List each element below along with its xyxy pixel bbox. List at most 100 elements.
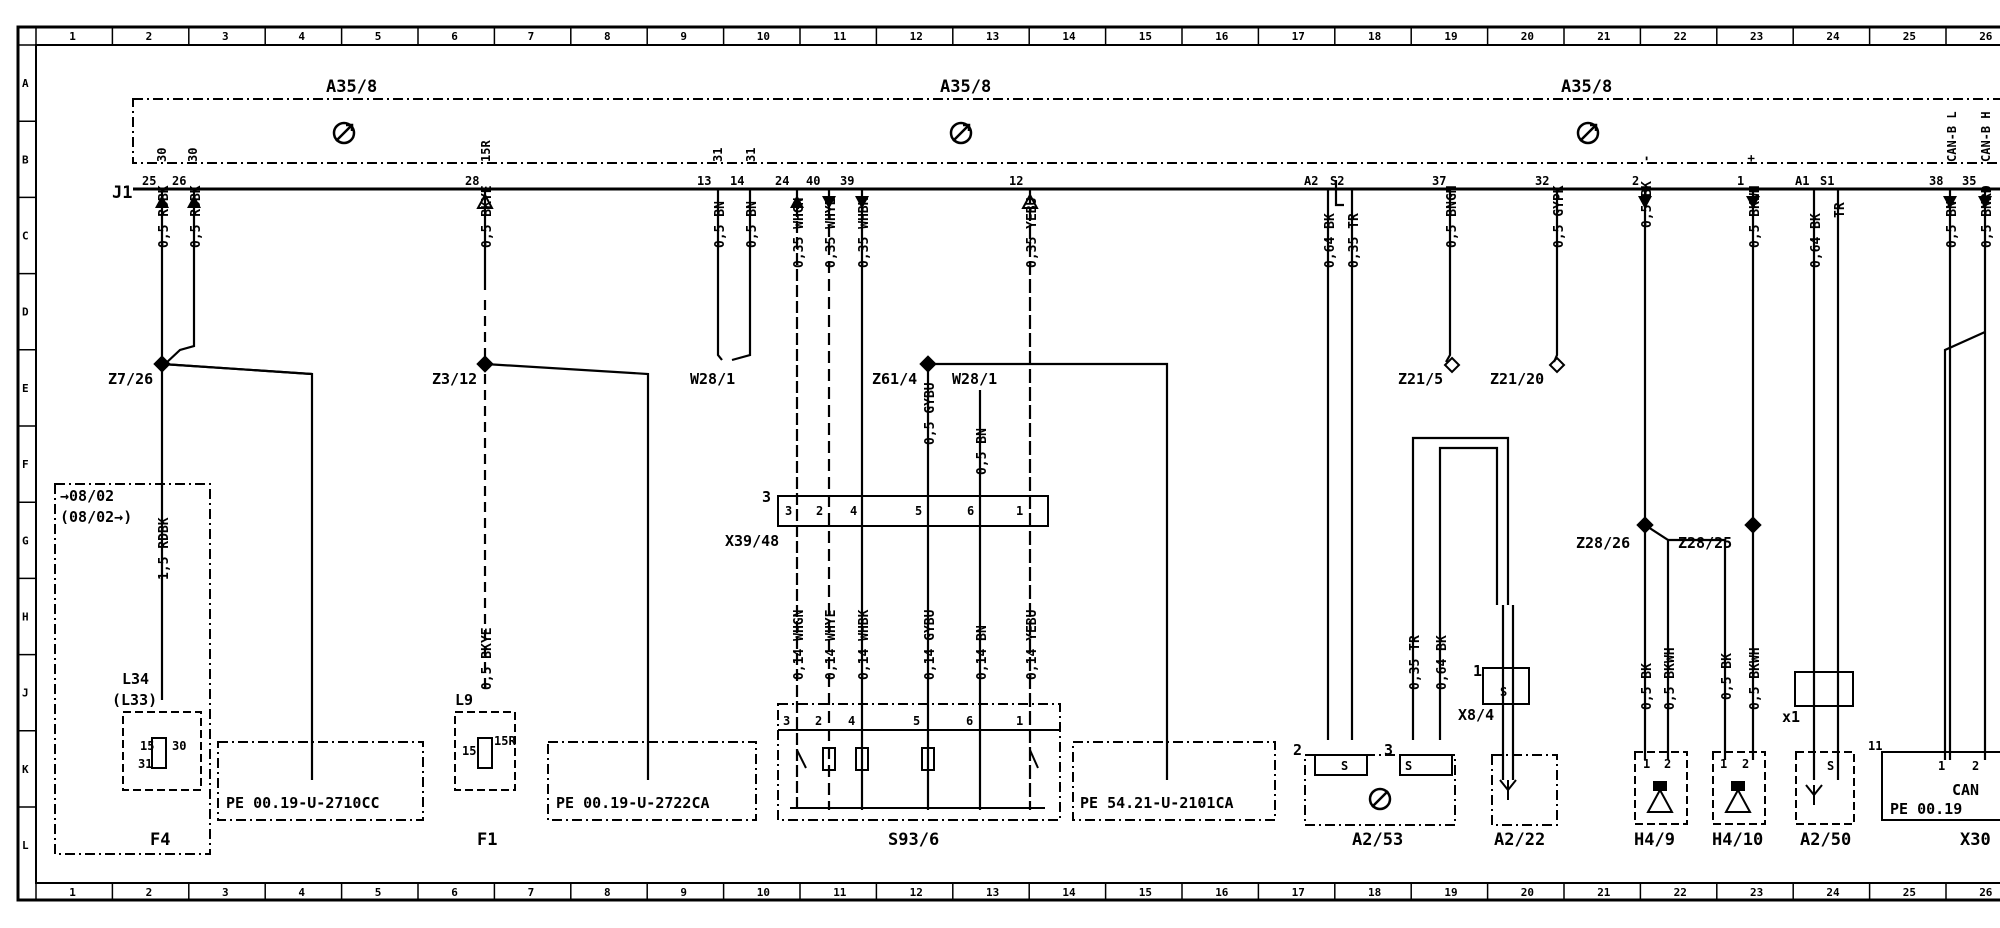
grid-row-F: F — [22, 458, 29, 471]
grid-col-bottom-9: 9 — [680, 886, 687, 899]
x8-4-label: X8/4 — [1458, 706, 1494, 724]
grid-col-top-7: 7 — [528, 30, 535, 43]
grid-col-top-22: 22 — [1674, 30, 1687, 43]
ref-box-4: PE 00.19 — [1890, 800, 1962, 818]
a2-53-shield-1 — [1314, 754, 1368, 776]
x39-48-label: X39/48 — [725, 532, 779, 550]
s93-pin-4: 4 — [848, 714, 855, 728]
f4-l34-label: L34 — [122, 670, 149, 688]
inner-frame — [35, 44, 2000, 884]
a2-53-shield-2 — [1399, 754, 1453, 776]
f4-pin-15: 15 — [140, 739, 154, 753]
h4-9-pin-2: 2 — [1664, 757, 1671, 771]
wire-label: 0,35 YEBU — [1025, 197, 1040, 268]
wire-label: TR — [1833, 202, 1848, 218]
h4-9-label: H4/9 — [1634, 830, 1675, 850]
grid-col-bottom-3: 3 — [222, 886, 229, 899]
splice-z3-12: Z3/12 — [432, 370, 477, 388]
signal-15r: 15R — [479, 140, 493, 162]
wire-label: 0,35 TR — [1408, 635, 1423, 690]
grid-col-bottom-16: 16 — [1215, 886, 1229, 899]
splice-w28-1-a: W28/1 — [690, 370, 735, 388]
grid-col-top-26: 26 — [1979, 30, 1993, 43]
a2-53-pin-2: 2 — [1293, 741, 1302, 759]
f4-label: F4 — [150, 830, 170, 850]
module-label-3: A35/8 — [1561, 77, 1612, 97]
grid-col-bottom-23: 23 — [1750, 886, 1763, 899]
ref-box-3: PE 54.21-U-2101CA — [1080, 794, 1234, 812]
wire-label: 0,5 BKWH — [1748, 185, 1763, 248]
a2-50-label: A2/50 — [1800, 830, 1851, 850]
pin-35: 35 — [1962, 174, 1976, 188]
x39-pin-5: 5 — [915, 504, 922, 518]
wire-label: 0,5 BN — [1945, 201, 1960, 248]
grid-col-top-17: 17 — [1292, 30, 1305, 43]
a2-53-box — [1304, 754, 1456, 826]
wire-label: 0,5 BN — [975, 428, 990, 475]
x8-4-connector — [1482, 667, 1530, 705]
a2-22-pin-s: S — [1405, 759, 1412, 773]
s93-pin-3: 3 — [783, 714, 790, 728]
grid-col-bottom-1: 1 — [69, 886, 76, 899]
grid-col-bottom-25: 25 — [1903, 886, 1916, 899]
grid-col-top-20: 20 — [1521, 30, 1534, 43]
pin-s1: S1 — [1820, 174, 1834, 188]
grid-col-top-25: 25 — [1903, 30, 1916, 43]
grid-col-top-3: 3 — [222, 30, 229, 43]
grid-col-bottom-6: 6 — [451, 886, 458, 899]
grid-col-top-4: 4 — [298, 30, 305, 43]
pin-13: 13 — [697, 174, 711, 188]
wire-label: 0,35 WHYE — [824, 198, 839, 268]
pin-12: 12 — [1009, 174, 1023, 188]
grid-row-E: E — [22, 382, 29, 395]
grid-col-top-6: 6 — [451, 30, 458, 43]
a2-53-pin-s: S — [1341, 759, 1348, 773]
grid-row-C: C — [22, 230, 29, 243]
x30-can-label: CAN — [1952, 781, 1979, 799]
pin-s2: S2 — [1330, 174, 1344, 188]
wire-label: 0,5 BKWH — [1748, 647, 1763, 710]
grid-row-L: L — [22, 839, 29, 852]
f4-fuse-symbol — [122, 711, 202, 791]
pin-38: 38 — [1929, 174, 1943, 188]
wire-label: 0,14 WHBK — [857, 609, 872, 680]
grid-col-top-24: 24 — [1826, 30, 1840, 43]
pin-24: 24 — [775, 174, 789, 188]
splice-z21-20: Z21/20 — [1490, 370, 1544, 388]
module-label-2: A35/8 — [940, 77, 991, 97]
grid-row-D: D — [22, 306, 29, 319]
grid-col-bottom-19: 19 — [1444, 886, 1457, 899]
control-unit-symbol-icon — [949, 121, 973, 145]
grid-col-top-1: 1 — [69, 30, 76, 43]
s93-pin-6: 6 — [966, 714, 973, 728]
wire-label: 0,5 BK — [1640, 181, 1655, 228]
x39-pin-2: 2 — [816, 504, 823, 518]
splice-labels: Z7/26 Z3/12 W28/1 Z61/4 W28/1 Z21/5 Z21/… — [108, 370, 1732, 552]
grid-col-bottom-4: 4 — [298, 886, 305, 899]
wire-label: 0,35 TR — [1347, 213, 1362, 268]
grid-col-bottom-13: 13 — [986, 886, 999, 899]
wire-label: 0,14 BN — [975, 625, 990, 680]
x39-pin-3: 3 — [785, 504, 792, 518]
f4-fuse-element — [151, 737, 167, 769]
f1-l9-label: L9 — [455, 691, 473, 709]
grid-col-bottom-20: 20 — [1521, 886, 1534, 899]
pin-numbers: 25 26 28 13 14 24 40 39 12 A2 S2 37 32 2… — [142, 174, 1976, 188]
grid-col-bottom-8: 8 — [604, 886, 611, 899]
a2-22-label: A2/22 — [1494, 830, 1545, 850]
pin-32: 32 — [1535, 174, 1549, 188]
grid-col-bottom-18: 18 — [1368, 886, 1381, 899]
f4-l33-label: (L33) — [112, 691, 157, 709]
antenna-icon — [1499, 779, 1517, 800]
control-unit-symbol-icon — [332, 121, 356, 145]
wire-label: 0,5 RDBK — [157, 185, 172, 248]
grid-col-top-9: 9 — [680, 30, 687, 43]
grid-col-top-8: 8 — [604, 30, 611, 43]
pin-2: 2 — [1632, 174, 1639, 188]
f1-pin-15: 15 — [462, 744, 476, 758]
grid-col-top-16: 16 — [1215, 30, 1229, 43]
signal-31a: 31 — [711, 148, 725, 162]
x30-pin-11: 11 — [1868, 739, 1882, 753]
splice-z61-4: Z61/4 — [872, 370, 917, 388]
